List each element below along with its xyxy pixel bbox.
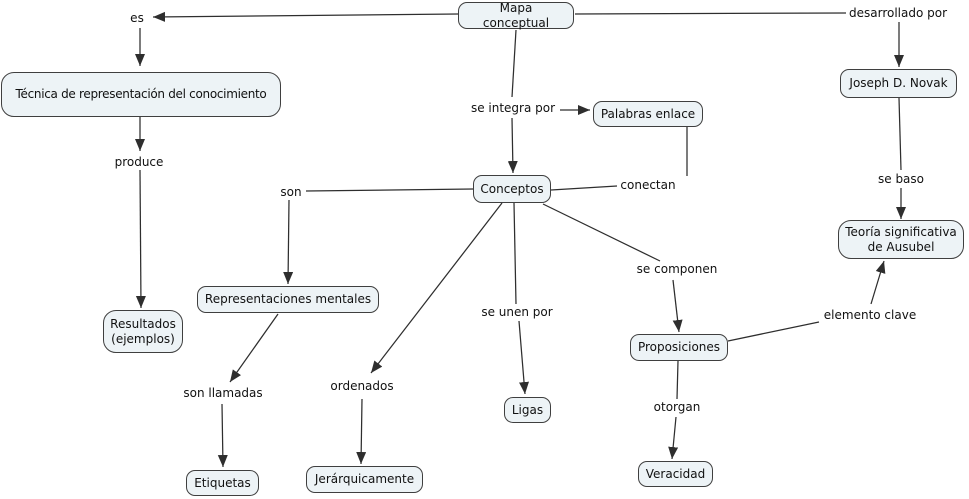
edge-conceptos-to-ordenados [370, 202, 503, 374]
edge-son-llamadas-to-etiquetas [217, 403, 228, 468]
link-label-se-integra-por[interactable]: se integra por [470, 101, 556, 115]
edge-son-to-representaciones [283, 199, 294, 285]
node-etiquetas[interactable]: Etiquetas [186, 470, 259, 496]
edge-mapa-to-se-integra [511, 29, 517, 98]
node-jerarquicamente[interactable]: Jerárquicamente [306, 466, 423, 493]
node-proposiciones[interactable]: Proposiciones [630, 334, 728, 361]
link-label-desarrollado-por[interactable]: desarrollado por [848, 6, 948, 20]
edge-proposiciones-to-elemento-clave [727, 321, 820, 342]
node-conceptos[interactable]: Conceptos [473, 175, 551, 203]
edge-se-unen-to-ligas [518, 320, 530, 395]
edge-conceptos-to-se-componen [542, 203, 661, 262]
node-tecnica-representacion[interactable]: Técnica de representación del conocimien… [1, 72, 281, 117]
node-joseph-novak[interactable]: Joseph D. Novak [840, 69, 957, 98]
edge-elemento-clave-to-teoria [870, 260, 886, 305]
edge-se-integra-to-conceptos [507, 117, 518, 174]
node-palabras-enlace[interactable]: Palabras enlace [593, 101, 703, 127]
node-veracidad[interactable]: Veracidad [638, 461, 713, 487]
edge-ordenados-to-jerarquicamente [356, 398, 367, 465]
edge-produce-to-resultados [135, 169, 146, 309]
edge-conceptos-to-son [305, 188, 474, 192]
link-label-ordenados[interactable]: ordenados [330, 379, 394, 393]
edge-representaciones-to-son-llamadas [229, 313, 279, 383]
edge-novak-to-se-baso [898, 97, 902, 171]
link-label-son[interactable]: son [280, 185, 302, 199]
node-resultados-ejemplos[interactable]: Resultados (ejemplos) [103, 310, 183, 353]
node-representaciones-mentales[interactable]: Representaciones mentales [197, 286, 379, 313]
edge-mapa-to-desarrollado [574, 12, 847, 15]
node-teoria-ausubel[interactable]: Teoría significativa de Ausubel [838, 220, 964, 259]
edge-conceptos-to-conectan [550, 185, 618, 191]
link-label-otorgan[interactable]: otorgan [653, 400, 701, 414]
link-label-se-baso[interactable]: se baso [877, 172, 925, 186]
edge-conceptos-to-se-unen [513, 202, 517, 305]
link-label-se-componen[interactable]: se componen [636, 262, 718, 276]
edge-otorgan-to-veracidad [668, 416, 679, 460]
edge-proposiciones-to-otorgan [676, 360, 679, 400]
link-label-se-unen-por[interactable]: se unen por [481, 305, 553, 319]
link-label-produce[interactable]: produce [114, 155, 164, 169]
link-label-conectan[interactable]: conectan [620, 178, 676, 192]
edge-se-componen-to-proposiciones [672, 279, 683, 333]
link-label-son-llamadas[interactable]: son llamadas [183, 386, 263, 400]
node-ligas[interactable]: Ligas [504, 397, 551, 423]
node-mapa-conceptual[interactable]: Mapa conceptual [458, 1, 574, 30]
link-label-elemento-clave[interactable]: elemento clave [823, 308, 917, 322]
edge-mapa-to-es [152, 11, 459, 22]
link-label-es[interactable]: es [130, 11, 144, 25]
